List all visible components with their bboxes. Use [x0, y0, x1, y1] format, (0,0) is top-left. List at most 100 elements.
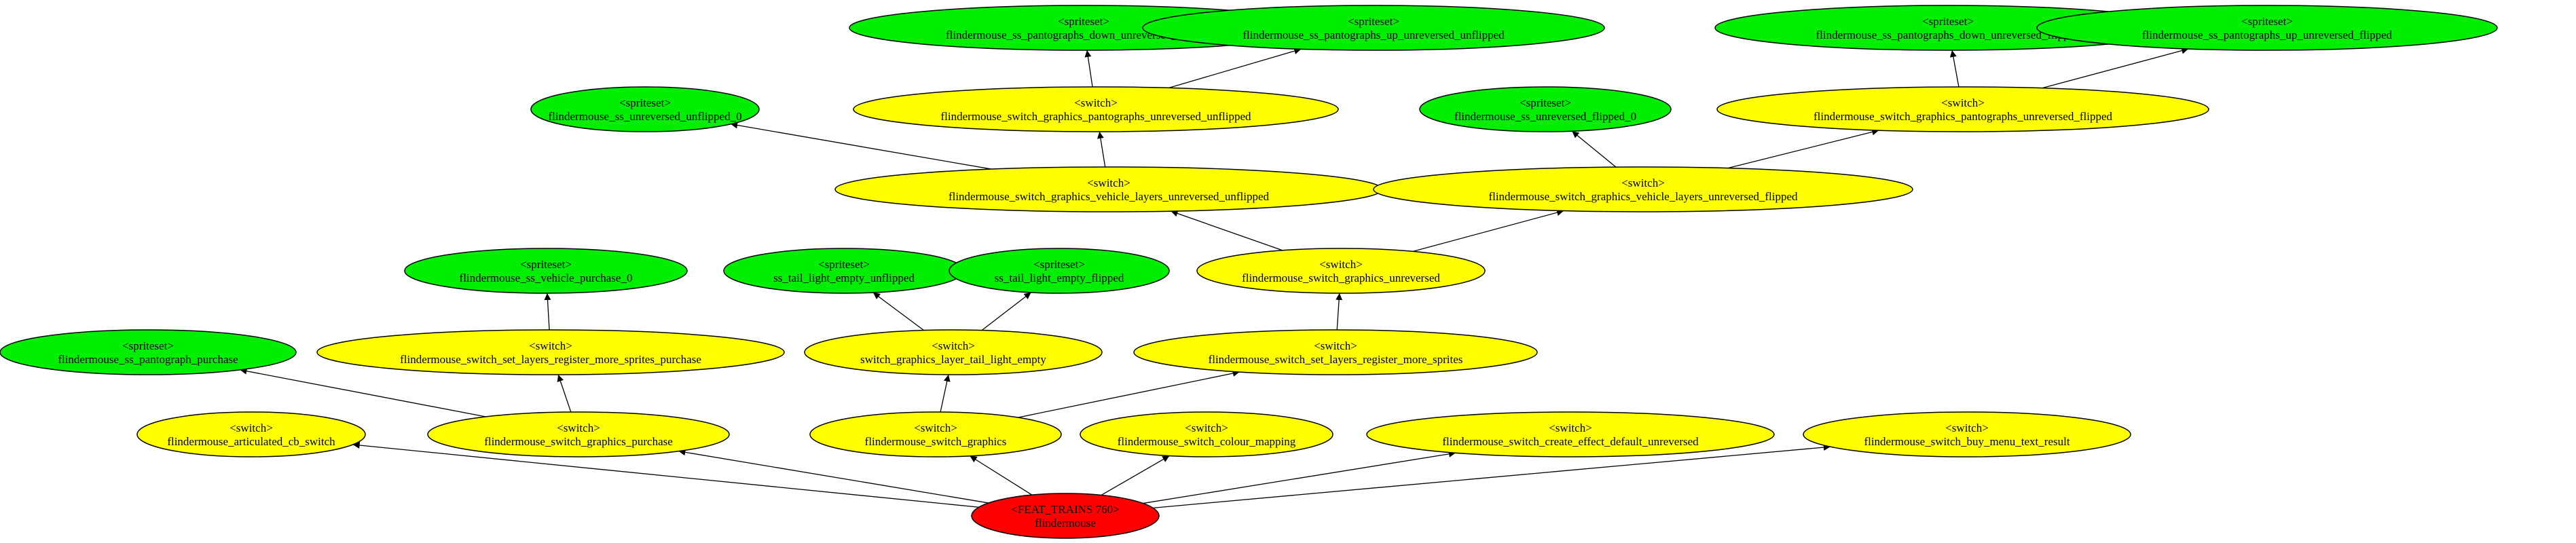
edge-line — [1143, 450, 1456, 504]
node-kind-label: <switch> — [529, 339, 572, 352]
edge-line — [1101, 455, 1170, 496]
graph-node-n24: <switch>flindermouse_switch_buy_menu_tex… — [1803, 411, 2131, 457]
edge-arrow — [1143, 450, 1456, 504]
edge-arrow — [1097, 131, 1106, 168]
node-kind-label: <spriteset> — [520, 258, 572, 271]
node-name-label: ss_tail_light_empty_unflipped — [773, 272, 915, 284]
edge-arrow — [678, 449, 989, 504]
graph-node-n9: <switch>flindermouse_switch_graphics_veh… — [834, 166, 1383, 212]
node-ellipse — [834, 166, 1383, 212]
edge-line — [2042, 47, 2189, 89]
edge-line — [1153, 444, 1830, 508]
edge-line — [940, 374, 951, 413]
node-ellipse — [1080, 411, 1333, 457]
node-ellipse — [1419, 86, 1672, 132]
node-kind-label: <switch> — [1087, 176, 1130, 189]
node-ellipse — [427, 411, 730, 457]
graph-node-n15: <spriteset>flindermouse_ss_pantograph_pu… — [0, 329, 297, 375]
node-name-label: flindermouse_ss_pantographs_down_unrever… — [1816, 29, 2080, 41]
node-kind-label: <spriteset> — [122, 339, 174, 352]
edge-line — [981, 292, 1031, 331]
edge-line — [1084, 50, 1093, 88]
graph-node-n14: <switch>flindermouse_switch_graphics_unr… — [1196, 248, 1486, 294]
edge-line — [1018, 370, 1240, 418]
node-kind-label: <spriteset> — [818, 258, 870, 271]
node-ellipse — [0, 329, 297, 375]
node-kind-label: <spriteset> — [1922, 15, 1974, 28]
edge-arrow — [240, 367, 486, 417]
edge-line — [872, 292, 924, 331]
node-ellipse — [723, 248, 965, 294]
edge-line — [678, 449, 989, 504]
node-kind-label: <spriteset> — [1520, 96, 1571, 109]
node-name-label: flindermouse_ss_unreversed_unflipped_0 — [548, 110, 741, 123]
graph-node-n6: <switch>flindermouse_switch_graphics_pan… — [853, 86, 1339, 132]
node-name-label: ss_tail_light_empty_flipped — [995, 272, 1124, 284]
edge-arrow — [1171, 210, 1283, 251]
edge-arrow — [970, 455, 1033, 495]
edge-arrow — [557, 374, 572, 413]
node-name-label: flindermouse_switch_graphics_pantographs… — [941, 110, 1251, 123]
edge-line — [557, 374, 572, 413]
edge-line — [352, 442, 979, 508]
graph-node-n11: <spriteset>flindermouse_ss_vehicle_purch… — [404, 248, 688, 294]
edge-line — [1097, 131, 1106, 168]
edge-arrow — [940, 374, 951, 413]
node-ellipse — [2036, 5, 2498, 51]
node-ellipse — [1366, 411, 1775, 457]
edge-arrow — [1018, 370, 1240, 418]
node-name-label: flindermouse_switch_graphics_vehicle_lay… — [1488, 190, 1798, 203]
graph-node-n13: <spriteset>ss_tail_light_empty_flipped — [949, 248, 1170, 294]
node-ellipse — [1142, 5, 1605, 51]
edge-arrow — [1949, 50, 1959, 88]
node-kind-label: <switch> — [914, 422, 957, 434]
node-kind-label: <FEAT_TRAINS 760> — [1011, 503, 1119, 516]
graph-node-n17: <switch>switch_graphics_layer_tail_light… — [804, 329, 1103, 375]
node-kind-label: <spriteset> — [1348, 15, 1399, 28]
edge-line — [1336, 293, 1343, 331]
graph-node-n8: <switch>flindermouse_switch_graphics_pan… — [1716, 86, 2209, 132]
edge-arrow — [1153, 444, 1830, 508]
node-name-label: flindermouse_articulated_cb_switch — [167, 435, 335, 448]
graph-node-n2: <spriteset>flindermouse_ss_pantographs_u… — [1142, 5, 1605, 51]
edge-line — [1949, 50, 1959, 88]
graph-node-n16: <switch>flindermouse_switch_set_layers_r… — [316, 329, 785, 375]
graph-node-n25: <FEAT_TRAINS 760>flindermouse — [971, 493, 1160, 539]
node-name-label: flindermouse_ss_pantographs_up_unreverse… — [1243, 29, 1505, 41]
node-name-label: switch_graphics_layer_tail_light_empty — [860, 353, 1046, 366]
edge-arrow — [731, 121, 992, 170]
edge-arrow — [1571, 130, 1617, 168]
graph-node-n12: <spriteset>ss_tail_light_empty_unflipped — [723, 248, 965, 294]
node-ellipse — [1133, 329, 1538, 375]
node-kind-label: <switch> — [1314, 339, 1357, 352]
node-name-label: flindermouse_switch_set_layers_register_… — [400, 353, 701, 366]
node-ellipse — [1803, 411, 2131, 457]
graph-node-n7: <spriteset>flindermouse_ss_unreversed_fl… — [1419, 86, 1672, 132]
graph-node-n5: <spriteset>flindermouse_ss_unreversed_un… — [530, 86, 760, 132]
node-name-label: flindermouse — [1035, 517, 1096, 529]
node-kind-label: <switch> — [1074, 96, 1118, 109]
node-name-label: flindermouse_ss_unreversed_flipped_0 — [1454, 110, 1636, 123]
edge-line — [1727, 128, 1879, 169]
edge-line — [1412, 209, 1564, 252]
node-ellipse — [804, 329, 1103, 375]
node-kind-label: <switch> — [1549, 422, 1592, 434]
node-ellipse — [949, 248, 1170, 294]
node-name-label: flindermouse_switch_set_layers_register_… — [1209, 353, 1463, 366]
nodes-layer: <spriteset>flindermouse_ss_pantographs_d… — [0, 5, 2498, 539]
node-name-label: flindermouse_switch_graphics_vehicle_lay… — [949, 190, 1270, 203]
graph-node-n18: <switch>flindermouse_switch_set_layers_r… — [1133, 329, 1538, 375]
node-ellipse — [316, 329, 785, 375]
node-name-label: flindermouse_switch_create_effect_defaul… — [1442, 435, 1699, 448]
graph-node-n10: <switch>flindermouse_switch_graphics_veh… — [1373, 166, 1913, 212]
node-name-label: flindermouse_switch_colour_mapping — [1118, 435, 1296, 448]
node-kind-label: <switch> — [557, 422, 600, 434]
edge-arrow — [1084, 50, 1093, 88]
edges-layer — [240, 47, 2189, 508]
node-ellipse — [809, 411, 1062, 457]
node-name-label: flindermouse_ss_pantographs_up_unreverse… — [2142, 29, 2393, 41]
node-name-label: flindermouse_switch_graphics_pantographs… — [1814, 110, 2112, 123]
edge-arrow — [1169, 48, 1302, 89]
edge-arrow — [1101, 455, 1170, 496]
